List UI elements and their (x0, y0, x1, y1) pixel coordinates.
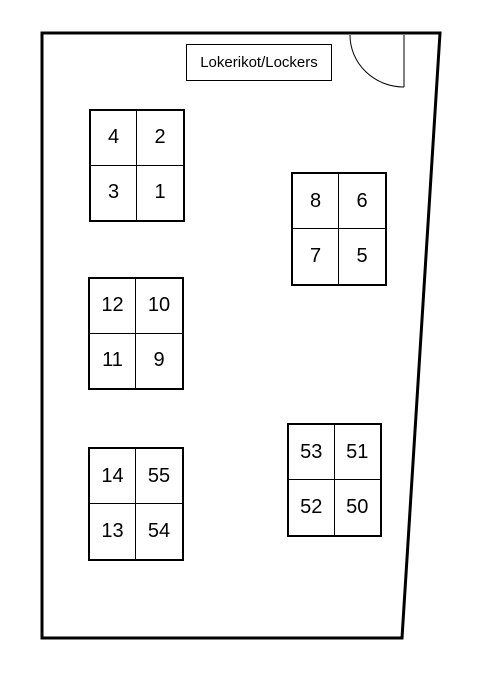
desk-number: 13 (90, 504, 136, 559)
desk-number: 50 (346, 496, 369, 518)
desk-number: 11 (90, 333, 136, 388)
desk-number: 53 (289, 425, 335, 480)
desk-number: 52 (289, 480, 335, 535)
desk-number: 6 (339, 174, 385, 229)
desk-cluster-1: 4 2 3 1 (89, 109, 185, 222)
desk-number: 1 (154, 181, 166, 204)
desk-number: 55 (136, 449, 182, 504)
desk-number: 7 (293, 229, 339, 284)
desk-number: 2 (137, 111, 183, 166)
desk-number: 51 (334, 425, 380, 480)
desk-number: 12 (90, 279, 136, 334)
desk-number: 8 (293, 174, 339, 229)
desk-cluster-5: 53 51 52 50 (287, 423, 382, 537)
desk-number: 4 (91, 111, 137, 166)
desk-number: 14 (90, 449, 136, 504)
door-swing-arc (349, 34, 405, 88)
desk-cluster-2: 8 6 7 5 (291, 172, 387, 286)
desk-cluster-3: 12 10 11 9 (88, 277, 184, 390)
desk-number: 54 (147, 520, 171, 542)
desk-number: 10 (136, 279, 182, 334)
desk-cluster-4: 14 55 13 54 (88, 447, 184, 561)
desk-number: 9 (153, 349, 165, 372)
lockers-label: Lokerikot/Lockers (186, 44, 332, 81)
desk-number: 3 (91, 165, 137, 220)
desk-number: 5 (356, 245, 368, 267)
